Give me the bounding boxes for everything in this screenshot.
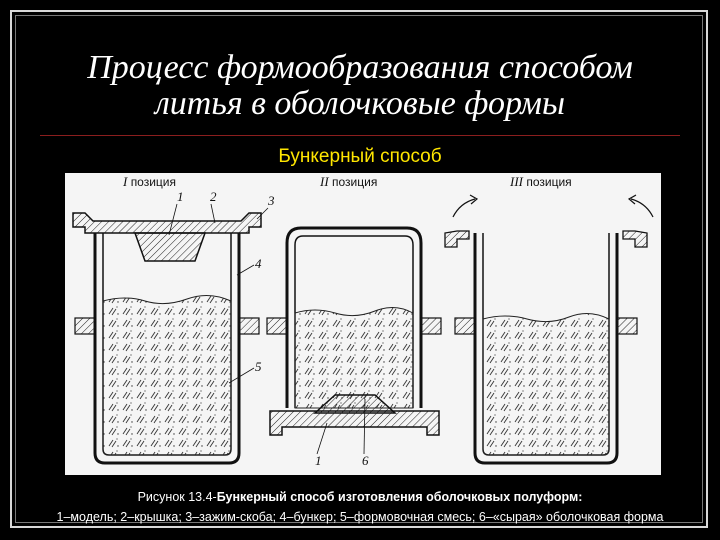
position-1-label: I позиция [122,174,176,189]
callout-1-bottom: 1 [315,453,322,468]
cover-plate [72,212,262,234]
position-3-label: III позиция [509,174,572,189]
caption-legend: 1–модель; 2–крышка; 3–зажим-скоба; 4–бун… [56,510,664,524]
caption-bold-title: Бункерный способ изготовления оболочковы… [216,490,583,504]
callout-2: 2 [210,189,217,204]
title-line-2: литья в оболочковые формы [154,85,566,122]
slide-title: Процесс формообразования способом литья … [40,50,680,122]
callout-4: 4 [255,256,262,271]
figure-drawing: I позиция 1 2 3 4 5 II [72,174,654,468]
callout-1: 1 [177,189,184,204]
figure-caption: Рисунок 13.4-Бункерный способ изготовлен… [0,487,720,527]
callout-5: 5 [255,359,262,374]
position-2-label: II позиция [319,174,377,189]
title-divider [40,135,680,136]
position-2-drawing: II позиция 1 6 [266,174,442,468]
pattern-model [133,232,207,262]
callout-3: 3 [267,193,275,208]
callout-6: 6 [362,453,369,468]
slide-inner-frame [15,15,703,523]
slide-outer-frame [10,10,708,528]
bunker-process-figure: I позиция 1 2 3 4 5 II [65,173,661,475]
position-1-drawing: I позиция 1 2 3 4 5 [72,174,275,465]
title-line-1: Процесс формообразования способом [87,49,633,86]
position-3-drawing: III позиция [444,174,654,465]
slide-subtitle: Бункерный способ [278,146,442,167]
caption-title-line: Рисунок 13.4-Бункерный способ изготовлен… [0,487,720,507]
caption-prefix: Рисунок 13.4- [137,490,217,504]
